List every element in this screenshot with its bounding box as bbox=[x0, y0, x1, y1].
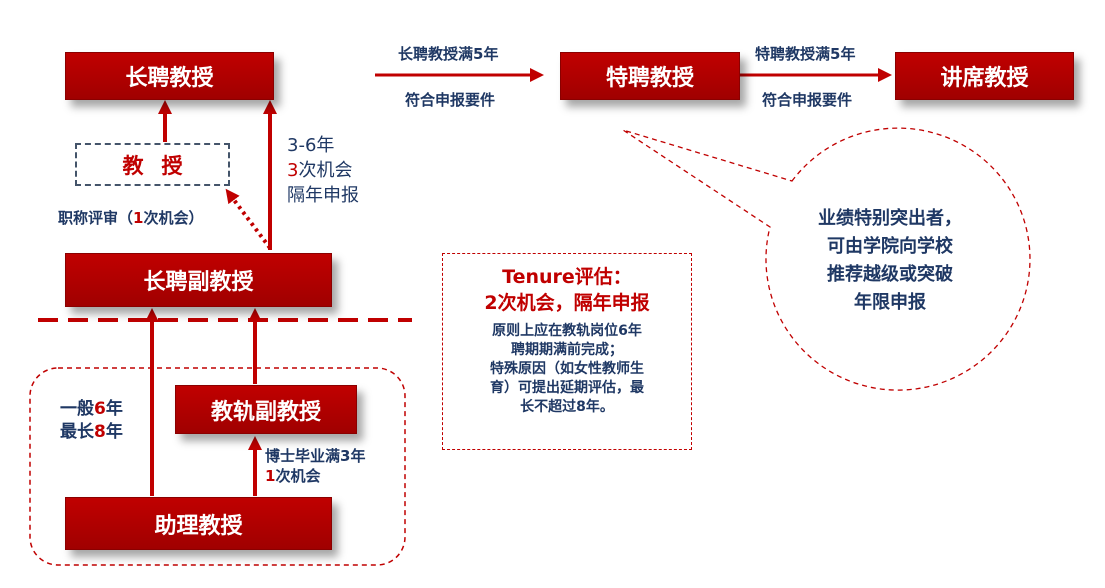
max-term: 最长8年 bbox=[60, 421, 123, 444]
n: 1 bbox=[265, 467, 276, 485]
label-arrow2-bottom: 符合申报要件 bbox=[762, 91, 853, 109]
body-line: 聘期期满前完成； bbox=[511, 342, 623, 358]
n: 8 bbox=[94, 422, 106, 442]
chances-text: 次机会 bbox=[298, 160, 353, 181]
tenure-evaluation-box: Tenure评估： 2次机会，隔年申报 原则上应在教轨岗位6年 聘期期满前完成； … bbox=[442, 253, 692, 450]
phd-text: 博士毕业满3年 bbox=[265, 447, 366, 465]
title-line: 2次机会，隔年申报 bbox=[484, 292, 650, 314]
chances-num: 3 bbox=[287, 160, 299, 181]
tenure-body: 原则上应在教轨岗位6年 聘期期满前完成； 特殊原因（如女性教师生 育）可提出延期… bbox=[443, 322, 691, 417]
t: 年 bbox=[105, 399, 123, 419]
box-chair-professor: 讲席教授 bbox=[895, 52, 1074, 100]
assistant-term-note: 一般6年 最长8年 bbox=[60, 398, 123, 444]
bubble-line: 年限申报 bbox=[854, 292, 926, 313]
body-line: 育）可提出延期评估，最 bbox=[490, 380, 644, 396]
box-assistant-professor: 助理教授 bbox=[65, 497, 332, 550]
body-line: 原则上应在教轨岗位6年 bbox=[492, 323, 642, 339]
title-line: Tenure评估： bbox=[502, 266, 632, 288]
box-tenured-professor: 长聘教授 bbox=[65, 52, 274, 100]
general-term: 一般6年 bbox=[60, 398, 123, 421]
phd-note: 博士毕业满3年 1次机会 bbox=[265, 446, 365, 486]
bubble-line: 推荐越级或突破 bbox=[827, 264, 953, 285]
tenure-application-note: 3-6年 3次机会 隔年申报 bbox=[287, 133, 359, 208]
t: 次机会 bbox=[275, 467, 321, 485]
bubble-line: 业绩特别突出者， bbox=[818, 208, 962, 229]
bubble-line: 可由学院向学校 bbox=[827, 236, 953, 257]
body-line: 长不超过8年。 bbox=[520, 399, 614, 415]
num: 1 bbox=[133, 209, 144, 227]
title-review-label: 职称评审（1次机会） bbox=[58, 208, 203, 228]
label-arrow1-bottom: 符合申报要件 bbox=[405, 91, 496, 109]
assistant-group-frame bbox=[29, 367, 406, 566]
label-arrow2-top: 特聘教授满5年 bbox=[755, 45, 856, 63]
box-tenured-associate: 长聘副教授 bbox=[65, 253, 332, 307]
text: 职称评审（ bbox=[58, 209, 134, 227]
tenure-title: Tenure评估： 2次机会，隔年申报 bbox=[443, 264, 691, 316]
phd-chance: 1次机会 bbox=[265, 466, 365, 486]
box-track-associate: 教轨副教授 bbox=[175, 385, 357, 434]
speech-bubble bbox=[622, 127, 1031, 391]
n: 6 bbox=[94, 399, 106, 419]
chances-line: 3次机会 bbox=[287, 158, 359, 183]
alternate-year: 隔年申报 bbox=[287, 185, 359, 206]
bubble-text: 业绩特别突出者， 可由学院向学校 推荐越级或突破 年限申报 bbox=[780, 205, 1000, 317]
t: 最长 bbox=[60, 422, 94, 442]
text: 次机会） bbox=[143, 209, 204, 227]
t: 年 bbox=[105, 422, 123, 442]
years-range: 3-6年 bbox=[287, 135, 335, 156]
label-arrow1-top: 长聘教授满5年 bbox=[398, 45, 499, 63]
t: 一般 bbox=[60, 399, 94, 419]
dotted-arrow-to-professor bbox=[225, 188, 272, 250]
body-line: 特殊原因（如女性教师生 bbox=[490, 361, 644, 377]
box-distinguished-professor: 特聘教授 bbox=[560, 52, 740, 100]
box-professor: 教授 bbox=[75, 143, 230, 186]
